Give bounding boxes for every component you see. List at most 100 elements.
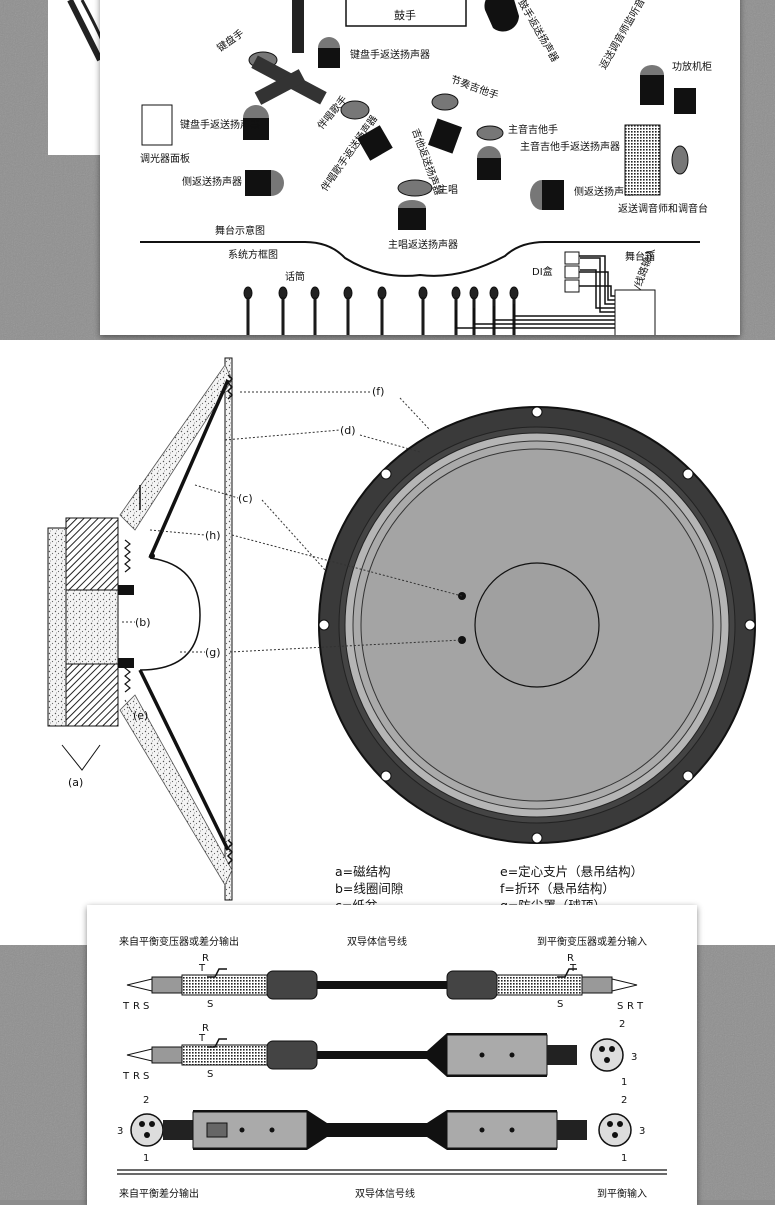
cone-upper (148, 379, 230, 559)
trs-t-top-right: T (569, 963, 577, 974)
rhythm-guitarist-icon (431, 93, 459, 111)
label-drummer: 鼓手 (394, 8, 416, 22)
trs-s-right: S (617, 1001, 623, 1012)
drum-riser (345, 0, 467, 27)
side-fill-right-icon (530, 180, 564, 210)
xlr-connector-icon-right (598, 1113, 632, 1147)
callout-d: (d) (340, 424, 356, 437)
callout-a: (a) (68, 776, 83, 789)
drummer-monitor-icon (484, 0, 519, 32)
label-drummer-monitor: 鼓手返送扬声器 (515, 0, 561, 64)
rhythm-guitar-monitor-icon (427, 118, 463, 154)
label-lead-guitar: 主音吉他手 (508, 123, 558, 136)
stage-layout-panel: 鼓手 鼓手返送扬声器 键盘手 键盘手返送扬声器 键盘手返送扬声器 调光器面板 侧… (100, 0, 740, 335)
label-rhythm-guitar: 节奏吉他手 (449, 73, 500, 102)
legend-item-a: a=磁结构 (335, 864, 391, 879)
trs2-r-top: R (202, 1023, 209, 1034)
magnet-top (65, 517, 119, 591)
trs-s-mid-right: S (557, 999, 563, 1010)
speaker-cross-section (47, 357, 234, 901)
dust-cap (139, 557, 201, 671)
label-keyboardist-monitor-1: 键盘手返送扬声器 (350, 48, 430, 61)
mounting-holes (318, 406, 756, 844)
lead-vocal-icon (397, 179, 433, 197)
trs-r-left: R (133, 1001, 140, 1012)
backing-singer-monitor-icon (357, 125, 393, 161)
speaker-anatomy-diagram: (f) (d) (c) (h) (b) (g) (e) (a) (47, 357, 756, 901)
cone-lower (138, 669, 230, 851)
header-center: 双导体信号线 (347, 935, 407, 948)
monitor-engineer-speaker-icon (640, 65, 664, 105)
header-left: 来自平衡变压器或差分输出 (119, 935, 239, 948)
stage-edge-line (140, 241, 700, 277)
lead-guitarist-icon (476, 125, 504, 141)
label-amp-rack: 功放机柜 (672, 60, 712, 73)
trs2-r: R (133, 1071, 140, 1082)
callout-e: (e) (133, 709, 148, 722)
xlr-pin-2: 2 (619, 1019, 625, 1030)
label-lead-vocal: 主唱 (438, 184, 458, 196)
cable-wiring-panel: 来自平衡变压器或差分输出 双导体信号线 到平衡变压器或差分输入 T R S R … (87, 905, 697, 1205)
xlr-pin-1: 1 (621, 1077, 627, 1088)
magnet-back-plate (47, 527, 67, 727)
trs-t-left: T (122, 1001, 130, 1012)
legend-item-e: e=定心支片（悬吊结构） (500, 864, 644, 879)
speaker-front-view (318, 406, 756, 844)
legend-item-f: f=折环（悬吊结构） (500, 881, 615, 896)
stage-box-cables (455, 257, 615, 329)
footer-center: 双导体信号线 (355, 1187, 415, 1200)
trs-r-right: R (627, 1001, 634, 1012)
trs-t-top-left: T (198, 963, 206, 974)
trs-s-mid-left: S (207, 999, 213, 1010)
footer-left: 来自平衡差分输出 (119, 1187, 199, 1200)
callout-leaders (122, 391, 463, 713)
label-side-fill-left: 侧返送扬声器 (182, 175, 242, 188)
xlr-left-pin-2: 2 (143, 1095, 149, 1106)
keyboard-icon (292, 0, 304, 53)
callout-f: (f) (372, 385, 384, 398)
footer-right: 到平衡输入 (597, 1187, 647, 1200)
label-keyboardist-monitor-2: 键盘手返送扬声器 (180, 118, 260, 131)
amp-rack-icon (674, 88, 696, 114)
side-fill-left-icon (245, 170, 284, 196)
label-lead-guitar-monitor: 主音吉他手返送扬声器 (520, 140, 620, 153)
pole-piece (65, 589, 119, 665)
trs2-t: T (122, 1071, 130, 1082)
trs-s-left: S (143, 1001, 149, 1012)
label-stage-box: 舞台箱 (625, 250, 655, 263)
keyboard-icon-3 (254, 69, 306, 105)
callout-b: (b) (135, 616, 151, 629)
trs2-t-top: T (198, 1033, 206, 1044)
label-dimmer-panel: 调光器面板 (140, 152, 190, 165)
trs-r-top-left: R (202, 953, 209, 964)
label-system-diagram: 系统方框图 (228, 248, 278, 261)
speaker-dust-cap (474, 562, 600, 688)
label-monitor-console: 返送调音师和调音台 (618, 202, 708, 215)
di-box-icons (564, 251, 580, 293)
xlr-connector-icon-left (130, 1113, 164, 1147)
lead-guitar-monitor-icon (477, 146, 501, 180)
label-side-fill-right: 侧返送扬声器 (574, 185, 634, 198)
stage-box-icon (614, 289, 656, 335)
label-keyboardist-1: 键盘手 (214, 27, 246, 55)
xlr-right-pin-2: 2 (621, 1095, 627, 1106)
dimmer-panel-icon (141, 104, 173, 146)
label-lead-vocal-monitor: 主唱返送扬声器 (388, 238, 458, 251)
keyboard-monitor-icon (318, 37, 340, 68)
speaker-anatomy-panel: (f) (d) (c) (h) (b) (g) (e) (a) a=磁结构 b=… (0, 340, 775, 945)
label-microphones: 话筒 (285, 270, 305, 283)
trs2-s: S (143, 1071, 149, 1082)
trs-r-top-right: R (567, 953, 574, 964)
cable-trs-trs (126, 968, 638, 1000)
cable-xlr-xlr (130, 1110, 632, 1150)
stage-layout-diagram: 鼓手 鼓手返送扬声器 键盘手 键盘手返送扬声器 键盘手返送扬声器 调光器面板 侧… (140, 0, 712, 335)
label-di-box: DI盒 (532, 265, 553, 278)
callout-h: (h) (205, 529, 221, 542)
lead-vocal-monitor-icon (398, 200, 426, 230)
label-monitor-engineer-speaker: 返送调音师监听音箱 (596, 0, 652, 71)
monitor-engineer-icon (671, 145, 689, 175)
header-right: 到平衡变压器或差分输入 (537, 935, 647, 948)
backing-singer-icon (340, 100, 370, 120)
label-stage-diagram: 舞台示意图 (215, 224, 265, 237)
magnet-bottom (65, 663, 119, 727)
